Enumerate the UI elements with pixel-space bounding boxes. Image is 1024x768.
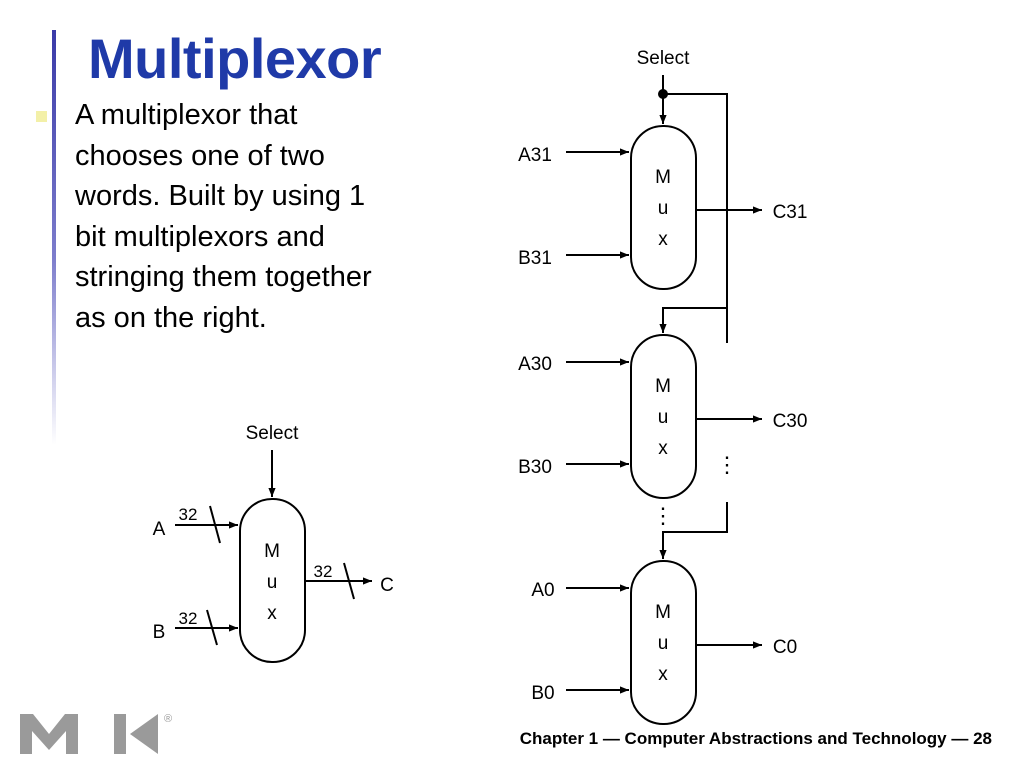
mux-box-31	[630, 125, 697, 290]
body-line: words. Built by using 1	[75, 180, 366, 212]
body-line: A multiplexor that	[75, 99, 298, 131]
mux-letter: x	[658, 664, 668, 685]
mux-letter: u	[658, 633, 669, 654]
input-label-a30: A30	[518, 354, 552, 375]
output-label-c31: C31	[773, 202, 808, 223]
input-label-a0: A0	[531, 580, 554, 601]
bus-width-c: 32	[314, 562, 333, 581]
input-label-b0: B0	[531, 683, 554, 704]
select-branch-mux0	[659, 502, 728, 559]
mux-letter: x	[658, 438, 668, 459]
mux-letter: x	[658, 229, 668, 250]
bullet-marker	[36, 111, 47, 122]
accent-bar	[52, 30, 56, 445]
left-mux-diagram	[175, 450, 372, 663]
bus-slash-b	[206, 609, 218, 646]
left-output-label: C	[380, 575, 394, 596]
slide-title: Multiplexor	[88, 27, 382, 90]
right-mux-wires	[566, 75, 762, 725]
input-label-a31: A31	[518, 145, 552, 166]
mux-letter: u	[658, 198, 669, 219]
mux-letter: u	[658, 407, 669, 428]
input-label-b31: B31	[518, 248, 552, 269]
select-junction-dot	[658, 89, 668, 99]
mux-letter: M	[655, 376, 671, 397]
right-select-label: Select	[637, 48, 691, 69]
bus-width-a: 32	[179, 505, 198, 524]
bus-width-b: 32	[179, 609, 198, 628]
output-label-c30: C30	[773, 411, 808, 432]
ellipsis-select-line: ⋮	[716, 452, 738, 477]
body-line: chooses one of two	[75, 139, 325, 172]
body-text: A multiplexor that chooses one of two wo…	[75, 95, 435, 338]
ellipsis-mux-chain: ⋮	[652, 503, 674, 528]
output-label-c0: C0	[773, 637, 797, 658]
mux-letter: M	[655, 602, 671, 623]
bus-slash-c	[343, 562, 355, 600]
mux-letter: M	[655, 167, 671, 188]
select-branch-mux30	[659, 307, 727, 333]
left-mux-letter: M	[264, 541, 280, 562]
left-input-b-label: B	[153, 622, 166, 643]
mux-box-0	[630, 560, 697, 725]
body-line: as on the right.	[75, 301, 267, 334]
bus-slash-a	[209, 505, 221, 544]
mux-box-30	[630, 334, 697, 499]
left-select-label: Select	[246, 423, 300, 444]
left-input-a-label: A	[153, 519, 166, 540]
mk-logo: ®	[20, 713, 172, 754]
registered-mark: ®	[164, 713, 172, 725]
left-mux-letter: x	[267, 603, 277, 624]
body-line: bit multiplexors and	[75, 220, 325, 253]
slide-footer: Chapter 1 — Computer Abstractions and Te…	[519, 729, 992, 748]
left-mux-letter: u	[267, 572, 278, 593]
input-label-b30: B30	[518, 457, 552, 478]
body-line: stringing them together	[75, 261, 372, 293]
select-bus	[663, 93, 728, 343]
